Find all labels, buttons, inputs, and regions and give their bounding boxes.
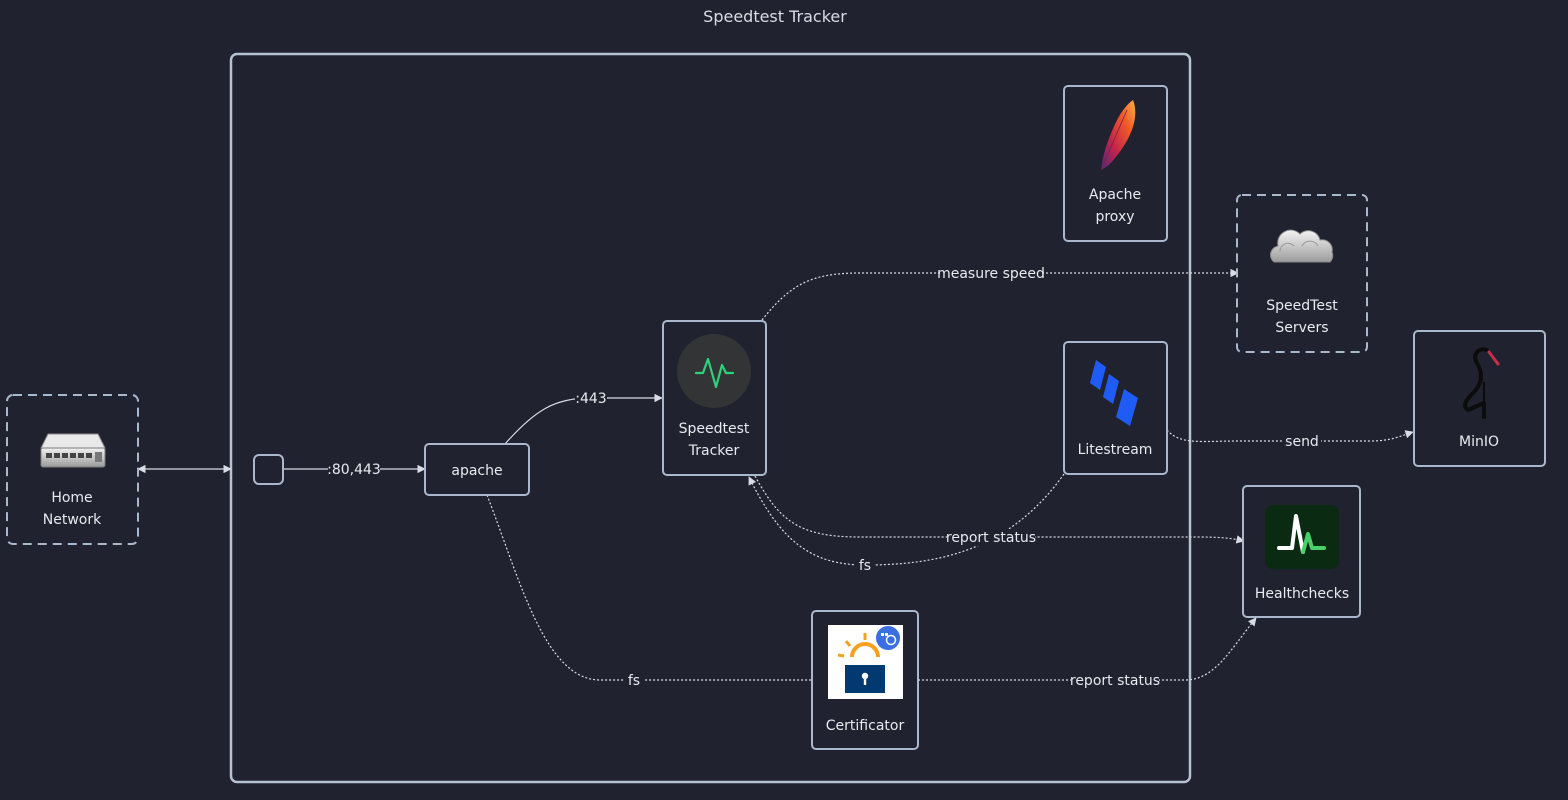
- edge-label-fs-2: fs: [628, 673, 640, 689]
- node-label-apache-proxy-2: proxy: [1095, 209, 1134, 225]
- node-label-home: Home: [51, 490, 92, 506]
- edge-label-fs-1: fs: [859, 558, 871, 574]
- edge-labels: :80,443 :443 measure speed send report s…: [327, 265, 1321, 689]
- apache-feather-icon: [1100, 100, 1136, 171]
- pulse-icon: [677, 334, 751, 408]
- node-certificator[interactable]: Certificator: [811, 610, 919, 750]
- minio-heron-icon: [1463, 347, 1500, 419]
- edge-measure-speed: [761, 268, 1239, 321]
- node-label-speedtest-servers-2: Servers: [1275, 320, 1328, 336]
- cloud-icon: [1270, 229, 1334, 263]
- node-label-healthchecks: Healthchecks: [1255, 586, 1349, 602]
- node-label-speedtest-servers-1: SpeedTest: [1266, 298, 1338, 314]
- edge-label-https: :443: [575, 391, 606, 407]
- cluster-entry-point[interactable]: [253, 454, 284, 485]
- node-label-apache-proxy-1: Apache: [1089, 187, 1141, 203]
- edge-send: [1166, 429, 1414, 443]
- edge-label-ports: :80,443: [327, 462, 381, 478]
- edge-certificator-report-status: [918, 617, 1257, 681]
- edge-tracker-fs: [748, 473, 1065, 566]
- node-litestream[interactable]: Litestream: [1063, 341, 1168, 475]
- node-label-speedtest: Speedtest: [679, 421, 750, 437]
- cluster-boundary: [229, 52, 1192, 784]
- node-label-litestream: Litestream: [1078, 442, 1153, 458]
- node-healthchecks[interactable]: Healthchecks: [1242, 485, 1361, 618]
- node-home-network[interactable]: Home Network: [6, 394, 139, 545]
- node-apache[interactable]: apache: [424, 443, 530, 496]
- node-speedtest-tracker[interactable]: Speedtest Tracker: [662, 320, 767, 476]
- edge-label-measure-speed: measure speed: [937, 266, 1045, 282]
- edge-label-send: send: [1285, 434, 1319, 450]
- node-label-tracker: Tracker: [688, 443, 740, 459]
- network-switch-icon: [40, 433, 106, 468]
- lock-certificate-icon: [828, 625, 903, 699]
- litestream-icon: [1090, 360, 1138, 426]
- healthchecks-icon: [1265, 505, 1339, 569]
- node-minio[interactable]: MinIO: [1413, 330, 1546, 467]
- diagram-title: Speedtest Tracker: [703, 7, 847, 26]
- node-label-minio: MinIO: [1459, 434, 1499, 450]
- edge-label-report-status-2: report status: [1070, 673, 1160, 689]
- node-label-network: Network: [43, 512, 102, 528]
- node-speedtest-servers[interactable]: SpeedTest Servers: [1236, 194, 1368, 353]
- node-apache-proxy[interactable]: Apache proxy: [1063, 85, 1168, 242]
- node-label-apache: apache: [451, 463, 502, 479]
- edge-label-report-status-1: report status: [946, 530, 1036, 546]
- edge-certificator-fs: [486, 494, 811, 681]
- node-label-certificator: Certificator: [826, 718, 905, 734]
